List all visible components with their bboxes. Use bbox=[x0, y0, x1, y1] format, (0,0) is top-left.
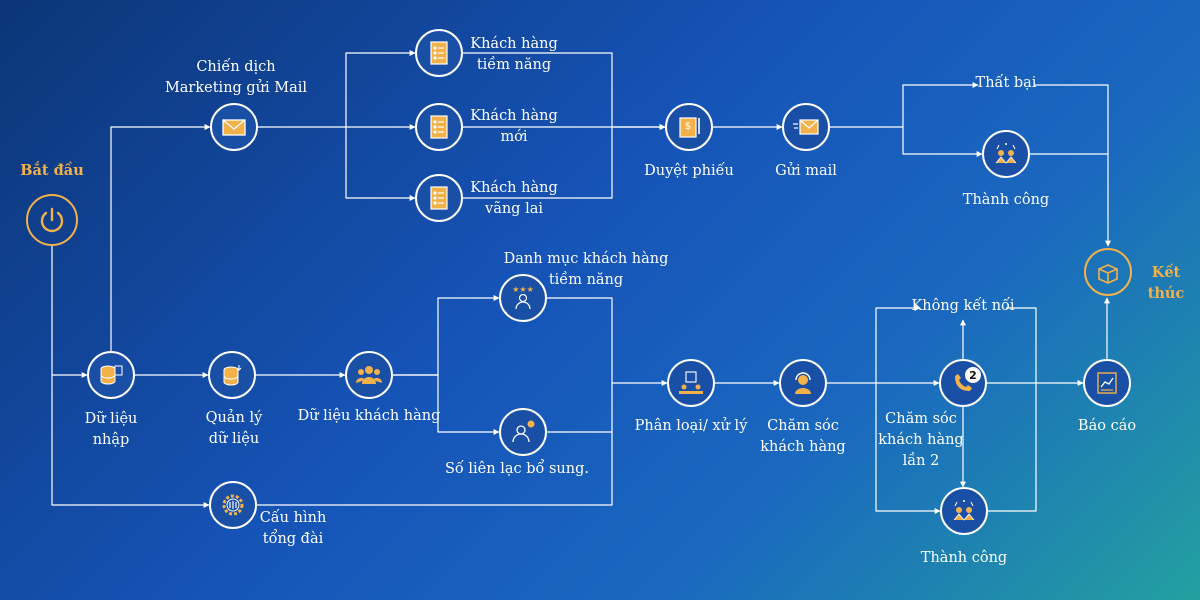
contact-phone-icon bbox=[512, 420, 535, 443]
care-noconnect-wire bbox=[875, 305, 921, 383]
start-input-wire bbox=[51, 246, 88, 378]
lead-potential-node bbox=[415, 29, 463, 77]
success-top-label: Thành công bbox=[962, 192, 1050, 208]
no-connect-label: Không kết nối bbox=[911, 298, 1015, 314]
database-icon bbox=[100, 365, 123, 385]
prospect-list-node: ★★★ bbox=[499, 274, 547, 322]
group-icon bbox=[356, 366, 382, 384]
celebrate-icon bbox=[995, 143, 1017, 164]
switchboard-classify-wire bbox=[257, 432, 613, 506]
email-campaign-node bbox=[210, 103, 258, 151]
send-fail-wire bbox=[830, 82, 979, 128]
send-mail-node bbox=[782, 103, 830, 151]
lead-new-node bbox=[415, 103, 463, 151]
walkin-approve-wire bbox=[463, 127, 613, 199]
start-switchboard-wire bbox=[51, 375, 210, 508]
fail-end-wire bbox=[1034, 84, 1111, 247]
success-bottom-node bbox=[940, 487, 988, 535]
extra-contacts-label: Số liên lạc bổ sung. bbox=[444, 461, 590, 477]
care2-node: 2 bbox=[939, 359, 987, 407]
svg-text:★★★: ★★★ bbox=[512, 285, 534, 294]
send-success-wire bbox=[902, 127, 983, 157]
lead-walkin-label: Khách hàng vãng lai bbox=[470, 180, 558, 217]
fail-label: Thất bại bbox=[975, 75, 1037, 91]
send-mail-label: Gửi mail bbox=[775, 163, 837, 179]
celebrate-icon bbox=[953, 500, 975, 521]
prospect-list-label: Danh mục khách hàng tiềm năng bbox=[503, 251, 669, 288]
power-icon bbox=[40, 207, 64, 233]
report-icon bbox=[1097, 372, 1117, 394]
star-customer-icon: ★★★ bbox=[512, 285, 534, 310]
start-node bbox=[26, 194, 78, 246]
noconnect-report-wire bbox=[1006, 307, 1037, 383]
manage-data-label: Quản lý dữ liệu bbox=[205, 410, 263, 447]
contact-list-icon bbox=[430, 186, 448, 210]
lead-new-label: Khách hàng mới bbox=[470, 108, 558, 145]
care2-badge: 2 bbox=[965, 367, 981, 383]
prospect-classify-wire bbox=[547, 297, 668, 386]
lead-potential-label: Khách hàng tiềm năng bbox=[470, 36, 558, 73]
customer-data-label: Dữ liệu khách hàng bbox=[297, 408, 441, 424]
care-success-wire bbox=[875, 383, 941, 514]
switchboard-label: Cấu hình tổng đài bbox=[259, 510, 327, 547]
end-label: Kết thúc bbox=[1147, 264, 1185, 302]
care-node bbox=[779, 359, 827, 407]
success-top-node bbox=[982, 130, 1030, 178]
extra-classify-wire bbox=[547, 383, 613, 433]
classify-node bbox=[667, 359, 715, 407]
customer-extra-wire bbox=[393, 374, 500, 435]
end-node bbox=[1084, 248, 1132, 296]
care-label: Chăm sóc khách hàng bbox=[760, 418, 846, 455]
process-icon bbox=[679, 371, 703, 394]
box-icon bbox=[1098, 264, 1118, 284]
success-bottom-label: Thành công bbox=[920, 550, 1008, 566]
input-campaign-wire bbox=[110, 124, 211, 351]
approve-label: Duyệt phiếu bbox=[644, 163, 734, 179]
customer-data-node bbox=[345, 351, 393, 399]
report-label: Báo cáo bbox=[1077, 418, 1137, 434]
start-label: Bắt đầu bbox=[20, 162, 84, 179]
envelope-icon bbox=[222, 119, 246, 136]
input-data-node bbox=[87, 351, 135, 399]
classify-label: Phân loại/ xử lý bbox=[634, 418, 748, 434]
switchboard-node bbox=[209, 481, 257, 529]
contact-list-icon bbox=[430, 41, 448, 65]
send-mail-icon bbox=[793, 119, 819, 135]
database-manage-icon bbox=[223, 365, 242, 386]
voucher-icon: $ bbox=[679, 117, 700, 138]
contact-list-icon bbox=[430, 115, 448, 139]
success-report-wire bbox=[988, 383, 1037, 512]
phone-2-icon bbox=[955, 374, 972, 391]
svg-text:$: $ bbox=[685, 121, 691, 132]
customer-prospect-wire bbox=[393, 295, 500, 376]
approve-node: $ bbox=[665, 103, 713, 151]
extra-contacts-node bbox=[499, 408, 547, 456]
manage-data-node bbox=[208, 351, 256, 399]
campaign-walkin-wire bbox=[345, 127, 416, 201]
email-campaign-label: Chiến dịch Marketing gửi Mail bbox=[164, 59, 308, 96]
lead-walkin-node bbox=[415, 174, 463, 222]
headset-icon bbox=[795, 372, 811, 394]
report-node bbox=[1083, 359, 1131, 407]
gear-icon bbox=[222, 494, 244, 516]
care2-label: Chăm sóc khách hàng lần 2 bbox=[878, 411, 964, 469]
input-data-label: Dữ liệu nhập bbox=[84, 411, 138, 448]
campaign-potential-wire bbox=[345, 50, 416, 127]
